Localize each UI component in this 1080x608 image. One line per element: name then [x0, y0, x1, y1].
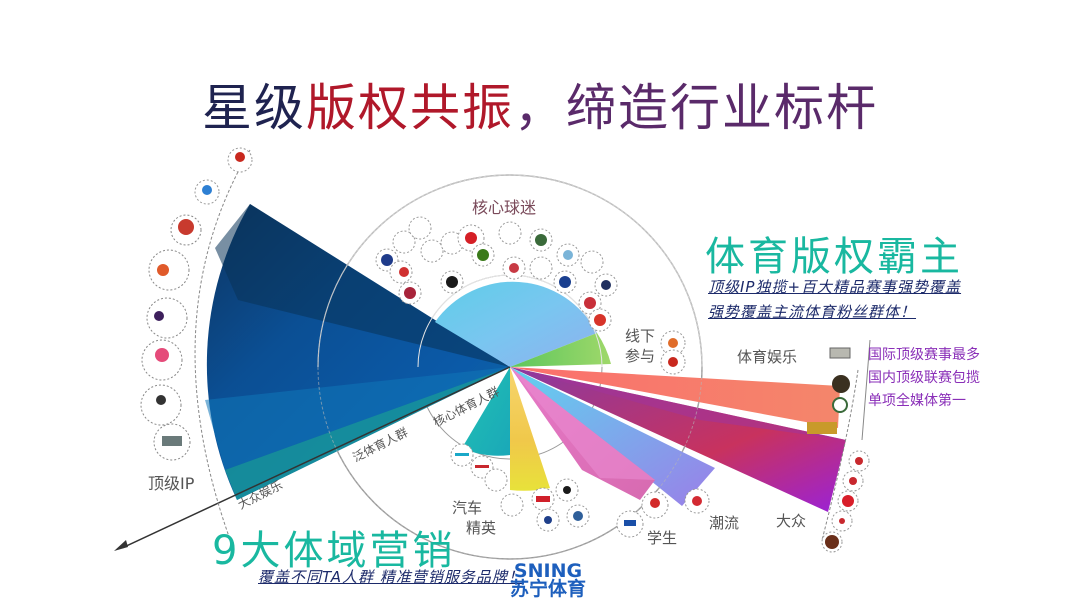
entertainment-logo	[832, 397, 848, 413]
segment-label-entertainment: 体育娱乐	[737, 348, 798, 366]
axis-line	[121, 366, 511, 549]
headline-right-line-2: 强势覆盖主流体育粉丝群体！	[708, 303, 917, 321]
segment-label-core-fans: 核心球迷	[472, 198, 537, 217]
segment-offline	[510, 333, 611, 367]
title-part-1: 星级	[202, 79, 306, 137]
segment-elite	[510, 367, 550, 491]
segment-label-trend: 潮流	[709, 514, 740, 532]
segment-label-top-ip: 顶级IP	[148, 474, 195, 493]
entertainment-note: 国内顶级联赛包揽	[868, 370, 980, 386]
segment-mass	[510, 367, 846, 512]
headline-right-line-1: 顶级IP独揽+百大精品赛事强势覆盖	[708, 278, 962, 296]
title-part-3: ，缔造行业标杆	[514, 79, 878, 137]
entertainment-note: 国际顶级赛事最多	[868, 347, 980, 363]
headline-bottom-title: 9大体域营销	[212, 528, 456, 574]
entertainment-logo	[829, 347, 851, 359]
segment-label-mass: 大众	[776, 512, 807, 530]
segment-label-elite: 精英	[466, 519, 497, 537]
segment-label-student: 学生	[647, 529, 678, 547]
brand-cn: 苏宁体育	[510, 578, 587, 600]
segment-core-fans	[435, 281, 597, 367]
segment-entertainment	[510, 367, 840, 428]
entertainment-notes: 国际顶级赛事最多 国内顶级联赛包揽 单项全媒体第一	[868, 344, 980, 413]
entertainment-logo	[832, 375, 850, 393]
segment-label-offline: 线下参与	[625, 327, 656, 365]
brand-en: SNING	[513, 560, 583, 582]
segment-auto	[462, 367, 510, 456]
title-part-2: 版权共振	[306, 79, 514, 137]
arrow-icon	[114, 540, 128, 551]
page-title: 星级版权共振，缔造行业标杆	[0, 68, 1080, 140]
headline-bottom-line-1: 覆盖不同TA人群 精准营销服务品牌！	[258, 568, 524, 586]
top-ip-logos	[140, 147, 253, 461]
segment-trend	[510, 367, 715, 506]
entertainment-logo	[807, 422, 837, 434]
entertainment-note: 单项全媒体第一	[868, 393, 966, 409]
headline-right-title: 体育版权霸主	[705, 234, 963, 280]
brand-logo: SNING 苏宁体育	[510, 560, 587, 600]
segment-label-auto: 汽车	[452, 499, 483, 517]
